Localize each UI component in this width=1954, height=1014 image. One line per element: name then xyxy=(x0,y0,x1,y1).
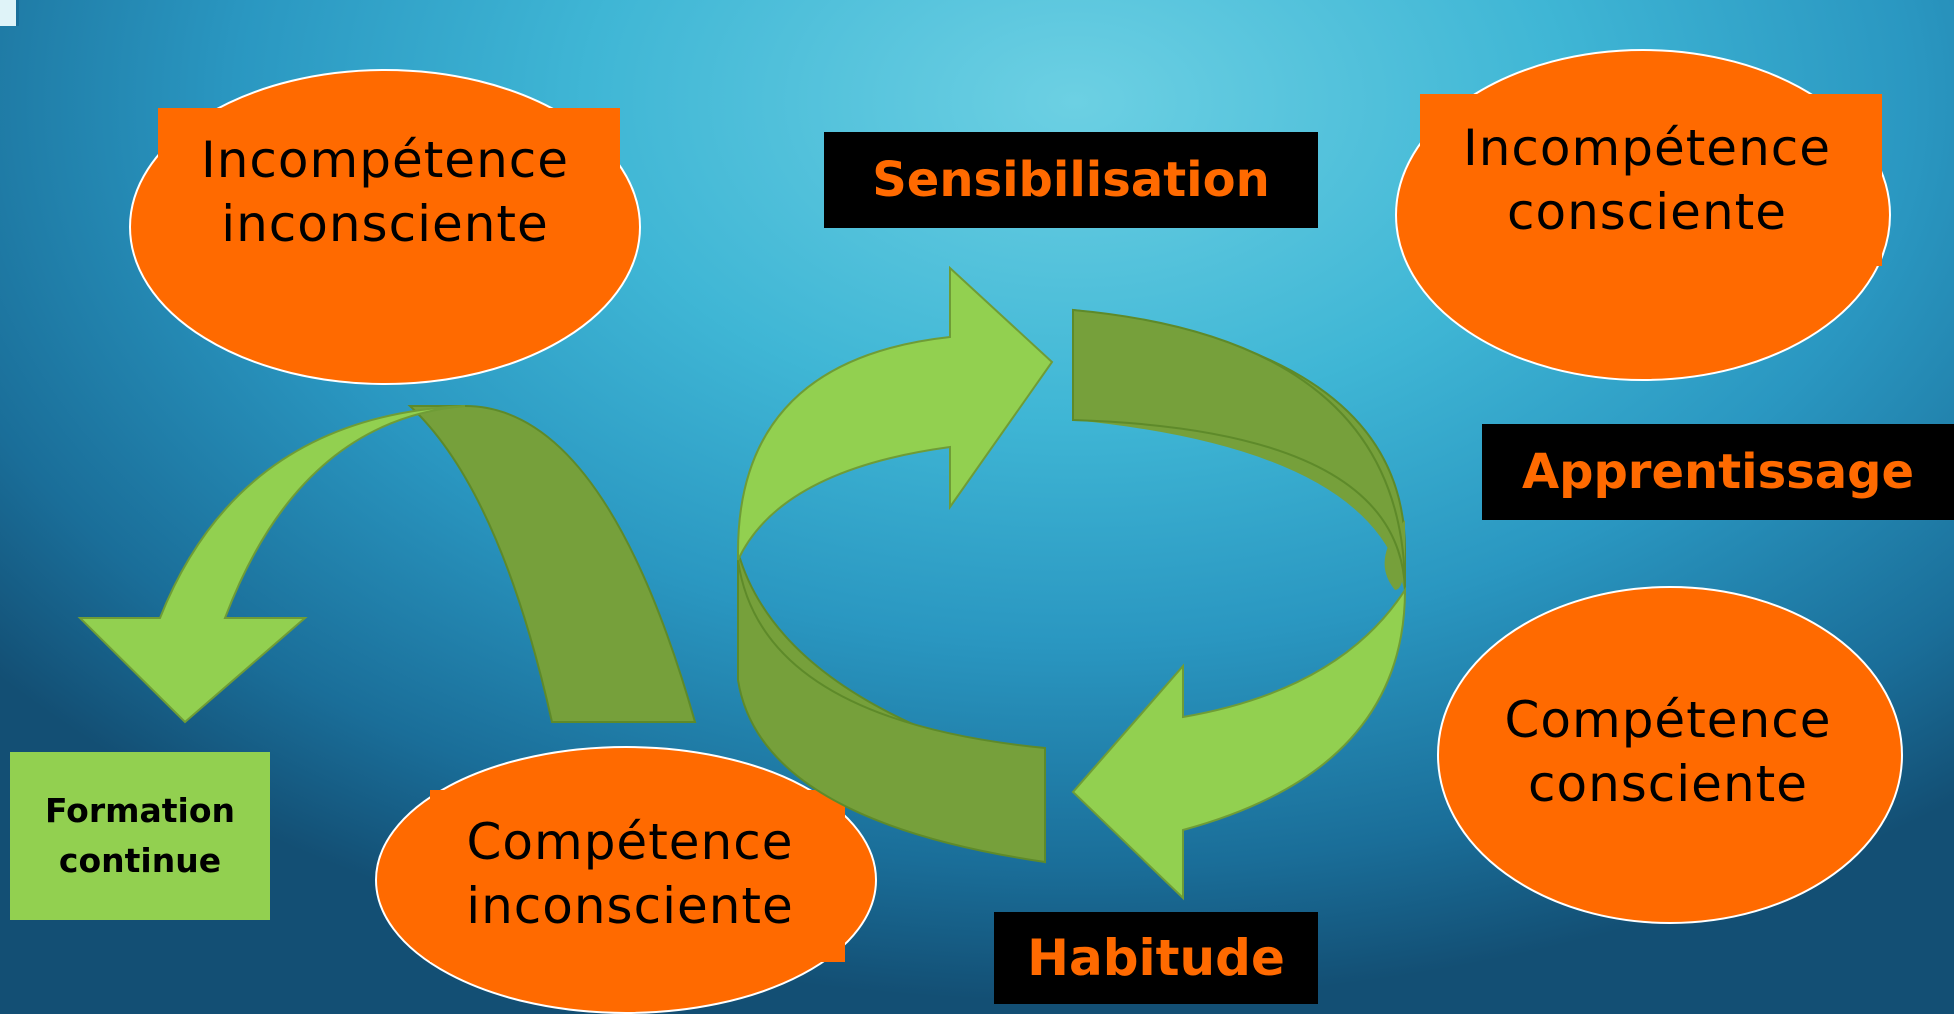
stage-line2: inconsciente xyxy=(466,877,794,935)
formation-arrow xyxy=(77,405,697,724)
stage-line1: Compétence xyxy=(1504,691,1832,749)
stage-line2: consciente xyxy=(1527,755,1809,813)
cycle-arrows xyxy=(737,265,1407,901)
stage-line2: inconsciente xyxy=(221,195,549,253)
stage-incompetence-consciente: Incompétence consciente xyxy=(1437,116,1857,244)
stage-competence-inconsciente: Compétence inconsciente xyxy=(430,810,830,938)
stage-shape-competence-consciente xyxy=(1437,586,1903,924)
stage-competence-consciente: Compétence consciente xyxy=(1468,688,1868,816)
formation-continue-label: Formation continue xyxy=(44,791,236,880)
stage-line1: Compétence xyxy=(466,813,794,871)
corner-mark xyxy=(0,0,19,26)
label-sensibilisation: Sensibilisation xyxy=(824,132,1318,228)
stage-line2: consciente xyxy=(1506,183,1788,241)
stage-shape-competence-inconsciente xyxy=(375,746,877,1014)
label-apprentissage: Apprentissage xyxy=(1482,424,1954,520)
stage-shape-incompetence-consciente xyxy=(1395,49,1891,381)
stage-incompetence-inconsciente: Incompétence inconsciente xyxy=(175,128,595,256)
label-habitude: Habitude xyxy=(994,912,1318,1004)
formation-continue-box: Formation continue xyxy=(10,752,270,920)
stage-shape-incompetence-inconsciente xyxy=(129,69,641,385)
stage-line1: Incompétence xyxy=(200,131,570,189)
stage-line1: Incompétence xyxy=(1462,119,1832,177)
